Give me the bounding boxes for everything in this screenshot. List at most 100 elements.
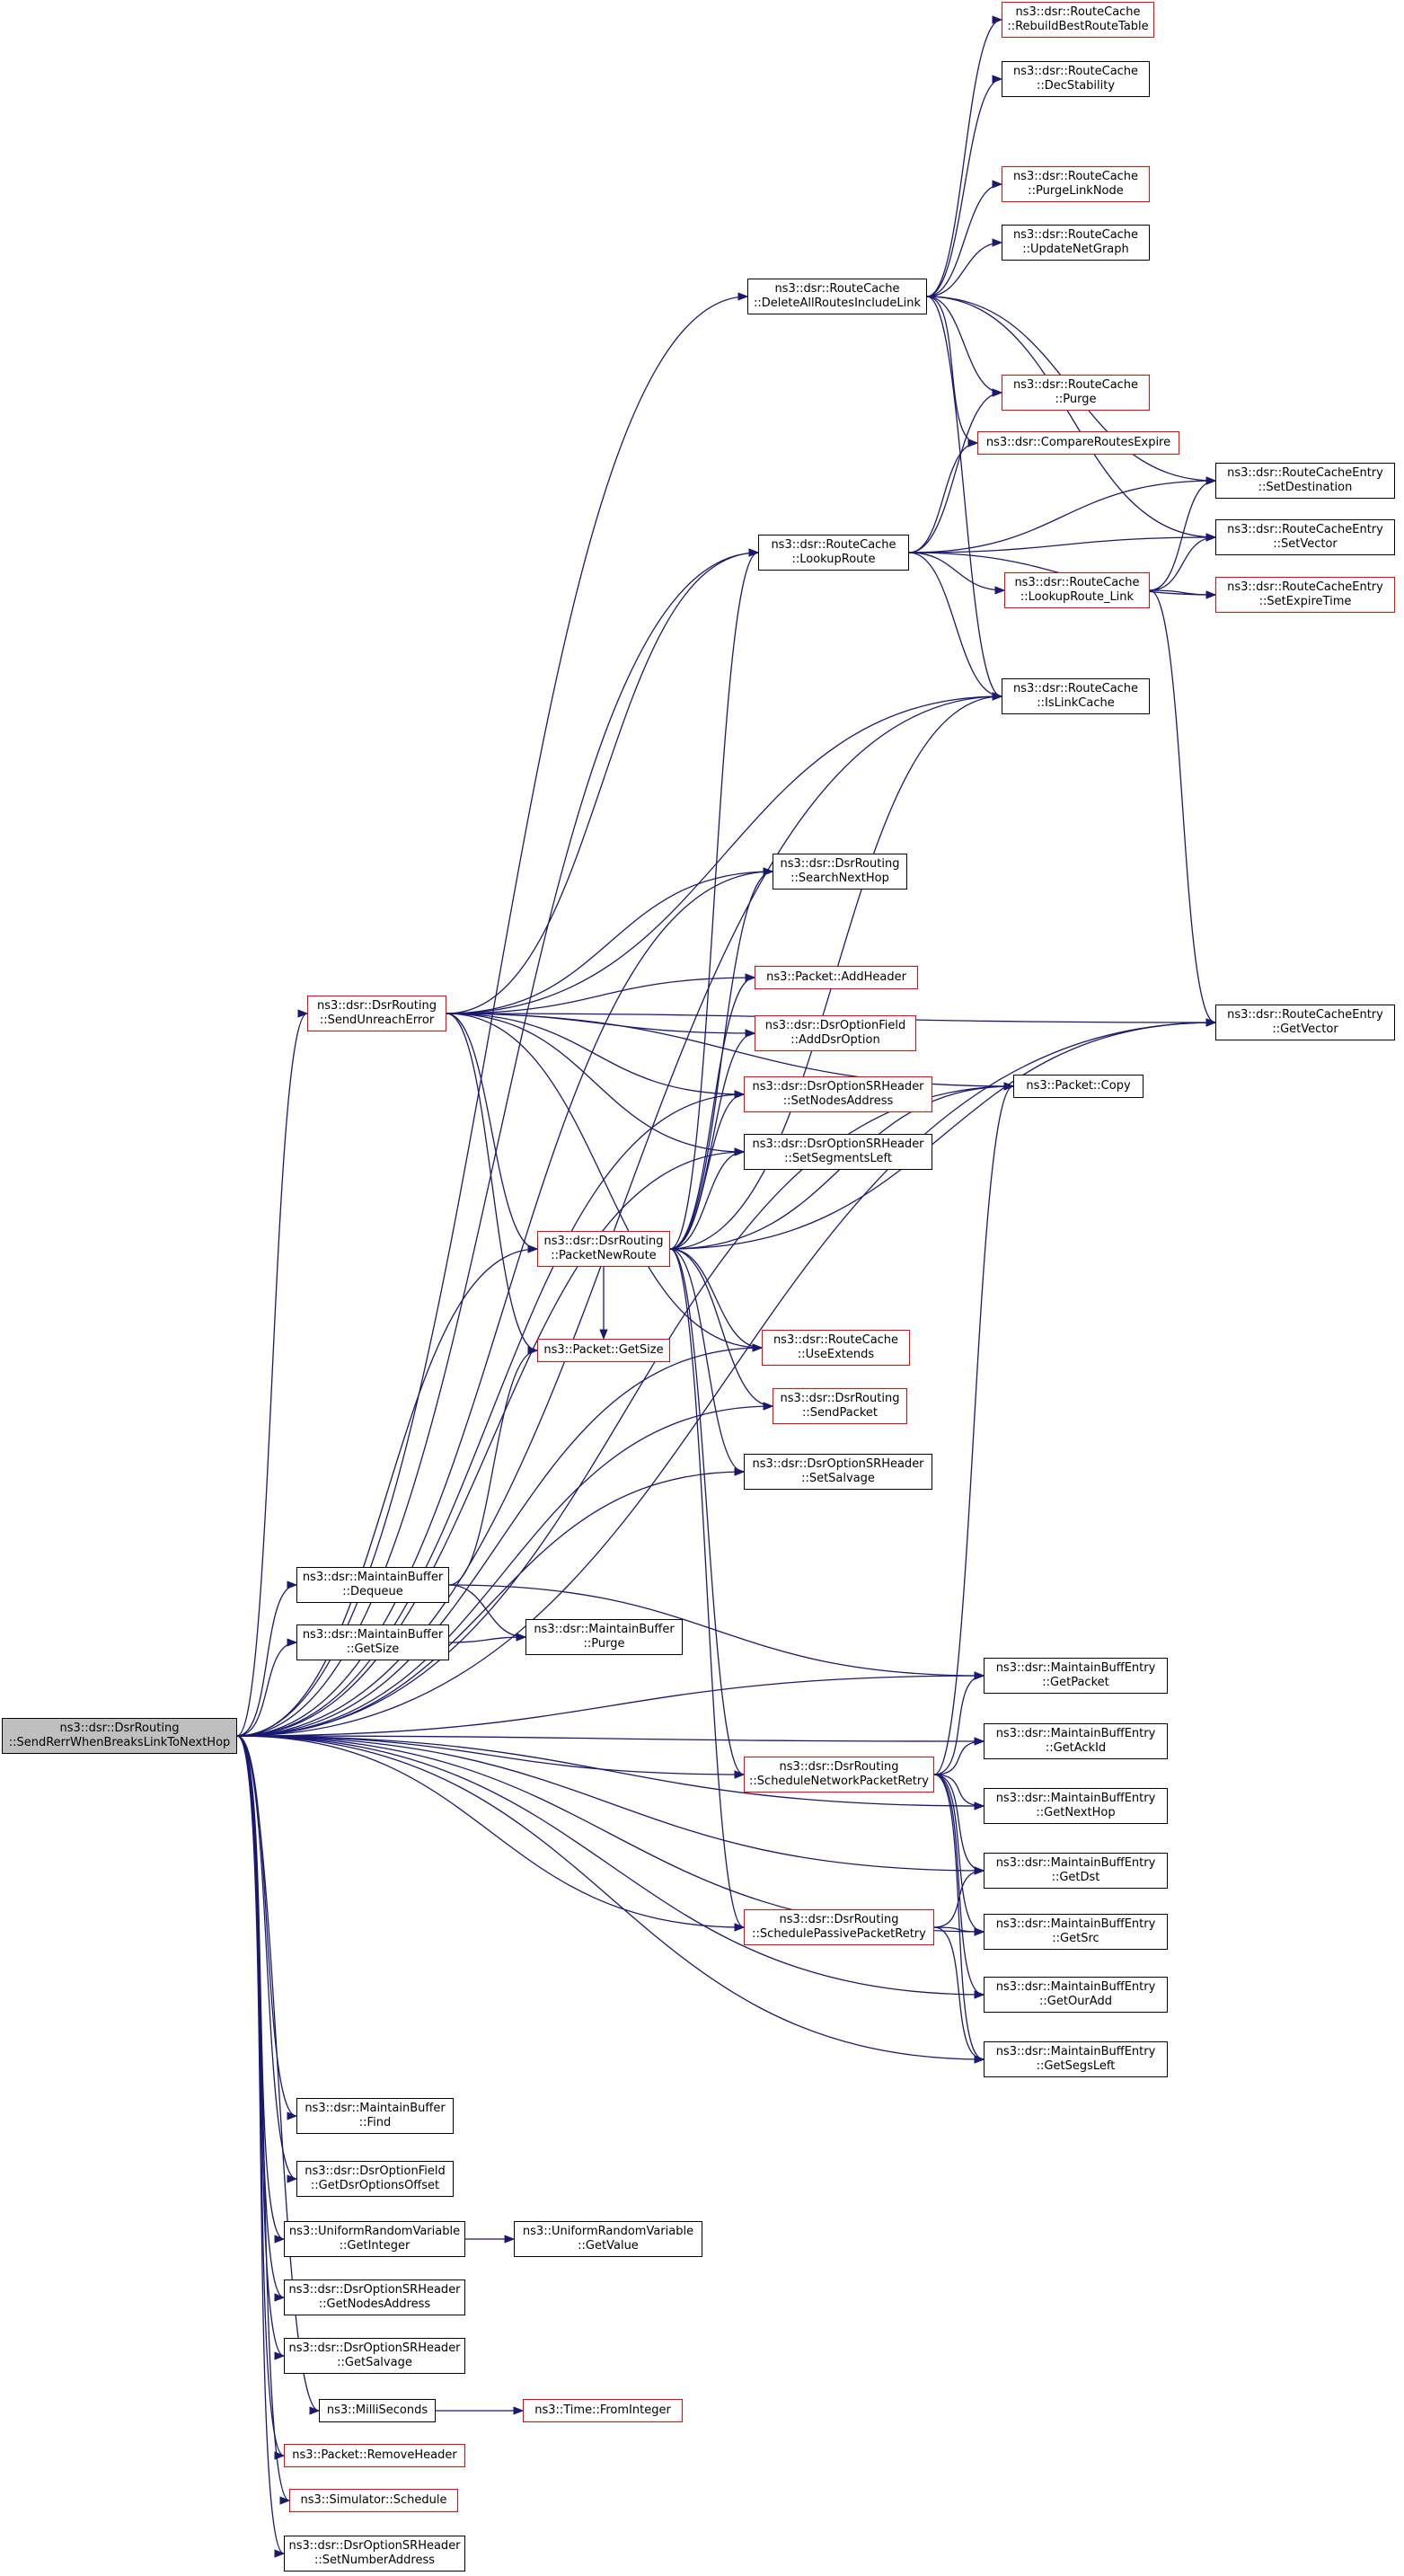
node-mbfind[interactable]: ns3::dsr::MaintainBuffer::Find [296,2098,454,2134]
node-label-line1: ns3::dsr::MaintainBuffer [302,1571,444,1584]
node-schedpass[interactable]: ns3::dsr::DsrRouting::SchedulePassivePac… [744,1909,934,1945]
node-label-line1: ns3::dsr::MaintainBuffEntry [995,1792,1156,1805]
node-getnodes[interactable]: ns3::dsr::DsrOptionSRHeader::GetNodesAdd… [284,2279,465,2315]
node-label-line2: ::Find [358,2116,392,2129]
node-setdest[interactable]: ns3::dsr::RouteCacheEntry::SetDestinatio… [1215,463,1395,499]
node-label-line2: ::PurgeLinkNode [1028,184,1124,198]
node-label-line2: ::DeleteAllRoutesIncludeLink [753,297,922,310]
node-searchnext[interactable]: ns3::dsr::DsrRouting::SearchNextHop [773,854,907,890]
node-mbegetnext[interactable]: ns3::dsr::MaintainBuffEntry::GetNextHop [984,1788,1168,1824]
node-mbegetpkt[interactable]: ns3::dsr::MaintainBuffEntry::GetPacket [984,1658,1168,1694]
node-getvec[interactable]: ns3::dsr::RouteCacheEntry::GetVector [1215,1005,1395,1040]
node-label-line1: ns3::UniformRandomVariable [522,2225,694,2238]
node-label-line1: ns3::dsr::MaintainBuffEntry [995,1917,1156,1931]
edge-root-to-mbegetour [236,1735,985,1999]
node-rebuild[interactable]: ns3::dsr::RouteCache::RebuildBestRouteTa… [1002,2,1154,38]
edge-root-to-schedpass [236,1735,746,1932]
node-setexpire[interactable]: ns3::dsr::RouteCacheEntry::SetExpireTime [1215,577,1395,613]
node-setnumaddr[interactable]: ns3::dsr::DsrOptionSRHeader::SetNumberAd… [284,2536,465,2572]
edge-delall-to-purgelink [926,180,1003,297]
node-label-line2: ::RebuildBestRouteTable [1007,20,1149,33]
node-mbdeq[interactable]: ns3::dsr::MaintainBuffer::Dequeue [296,1567,449,1603]
node-sendpkt[interactable]: ns3::dsr::DsrRouting::SendPacket [773,1388,907,1424]
edge-delall-to-updatenet [926,238,1003,297]
node-mbegetour[interactable]: ns3::dsr::MaintainBuffEntry::GetOurAdd [984,1977,1168,2013]
node-mbegetsrc[interactable]: ns3::dsr::MaintainBuffEntry::GetSrc [984,1914,1168,1950]
node-label-line2: ::SetNumberAddress [313,2554,436,2567]
node-millis[interactable]: ns3::MilliSeconds [319,2399,436,2422]
node-mbpurge[interactable]: ns3::dsr::MaintainBuffer::Purge [525,1619,683,1655]
node-pnewroute[interactable]: ns3::dsr::DsrRouting::PacketNewRoute [537,1231,670,1267]
node-label-line1: ns3::Packet::Copy [1026,1079,1131,1093]
node-label-line1: ns3::dsr::DsrRouting [543,1235,664,1248]
edge-schednet-to-pcopy [933,1082,1015,1775]
node-label-line1: ns3::dsr::DsrOptionSRHeader [752,1138,924,1151]
node-getdsroff[interactable]: ns3::dsr::DsrOptionField::GetDsrOptionsO… [296,2161,454,2197]
node-urvgetint[interactable]: ns3::UniformRandomVariable::GetInteger [284,2221,465,2257]
node-mbegetack[interactable]: ns3::dsr::MaintainBuffEntry::GetAckId [984,1723,1168,1759]
edge-pnewroute-to-setsalv [669,1248,746,1476]
node-cmpexpire[interactable]: ns3::dsr::CompareRoutesExpire [977,431,1179,455]
node-mbegetsegs[interactable]: ns3::dsr::MaintainBuffEntry::GetSegsLeft [984,2041,1168,2077]
edge-mbdeq-to-mbpurge [448,1584,527,1642]
node-lookup[interactable]: ns3::dsr::RouteCache::LookupRoute [758,535,909,571]
node-updatenet[interactable]: ns3::dsr::RouteCache::UpdateNetGraph [1002,225,1150,261]
node-label-line2: ::SendPacket [801,1406,879,1420]
node-addheader[interactable]: ns3::Packet::AddHeader [755,966,918,989]
node-label-line2: ::GetDsrOptionsOffset [310,2179,440,2192]
node-islink[interactable]: ns3::dsr::RouteCache::IsLinkCache [1002,678,1150,714]
node-label-line1: ns3::dsr::RouteCacheEntry [1227,466,1383,480]
edge-root-to-getsalv [236,1735,286,2360]
edge-schedpass-to-mbegetdst [933,1866,985,1928]
node-delall[interactable]: ns3::dsr::RouteCache::DeleteAllRoutesInc… [747,279,927,314]
node-label-line2: ::SetNodesAddress [782,1094,894,1108]
node-setvec[interactable]: ns3::dsr::RouteCacheEntry::SetVector [1215,519,1395,555]
node-label-line1: ns3::dsr::DsrRouting [59,1722,180,1735]
node-label-line1: ns3::dsr::DsrRouting [779,1913,899,1926]
node-purgelink[interactable]: ns3::dsr::RouteCache::PurgeLinkNode [1002,166,1150,202]
node-lookuplink[interactable]: ns3::dsr::RouteCache::LookupRoute_Link [1004,572,1150,608]
edge-pnewroute-to-setnodes [669,1090,746,1250]
node-label-line1: ns3::MilliSeconds [326,2403,428,2417]
node-urvgetval[interactable]: ns3::UniformRandomVariable::GetValue [514,2221,702,2257]
node-fromint[interactable]: ns3::Time::FromInteger [523,2399,683,2422]
node-label-line2: ::Purge [583,1637,625,1651]
node-setseg[interactable]: ns3::dsr::DsrOptionSRHeader::SetSegments… [744,1134,932,1170]
node-getsalv[interactable]: ns3::dsr::DsrOptionSRHeader::GetSalvage [284,2338,465,2374]
node-setsalv[interactable]: ns3::dsr::DsrOptionSRHeader::SetSalvage [744,1454,932,1490]
edge-pnewroute-to-addheader [669,973,756,1250]
node-sendunreach[interactable]: ns3::dsr::DsrRouting::SendUnreachError [307,996,446,1031]
node-pgetsize[interactable]: ns3::Packet::GetSize [537,1339,670,1362]
node-schednet[interactable]: ns3::dsr::DsrRouting::ScheduleNetworkPac… [744,1757,934,1793]
node-removehdr[interactable]: ns3::Packet::RemoveHeader [284,2444,465,2467]
node-setnodes[interactable]: ns3::dsr::DsrOptionSRHeader::SetNodesAdd… [744,1076,932,1112]
edge-root-to-mbegetpkt [236,1671,985,1737]
node-mbegetdst[interactable]: ns3::dsr::MaintainBuffEntry::GetDst [984,1853,1168,1889]
node-mbgetsize[interactable]: ns3::dsr::MaintainBuffer::GetSize [296,1624,449,1660]
node-adddsropt[interactable]: ns3::dsr::DsrOptionField::AddDsrOption [755,1015,916,1051]
edge-root-to-setsalv [236,1467,746,1737]
node-label-line1: ns3::dsr::MaintainBuffEntry [995,1727,1156,1740]
node-useext[interactable]: ns3::dsr::RouteCache::UseExtends [762,1330,910,1366]
node-decstab[interactable]: ns3::dsr::RouteCache::DecStability [1002,61,1150,97]
node-label-line2: ::GetOurAdd [1039,1995,1112,2008]
edge-root-to-getdsroff [236,1735,298,2183]
node-root: ns3::dsr::DsrRouting::SendRerrWhenBreaks… [2,1718,237,1754]
edge-mbdeq-to-pgetsize [448,1346,539,1586]
node-label-line2: ::GetSrc [1052,1932,1099,1945]
edge-root-to-setnodes [236,1090,746,1737]
node-label-line1: ns3::dsr::RouteCache [1014,576,1140,589]
edge-mbdeq-to-mbegetpkt [448,1584,985,1680]
node-label-line2: ::SetSegmentsLeft [784,1152,892,1165]
edge-pnewroute-to-lookup [669,548,760,1250]
node-label-line2: ::AddDsrOption [790,1033,880,1047]
edge-root-to-mbegetsegs [236,1735,985,2064]
node-label-line1: ns3::Packet::RemoveHeader [292,2448,457,2462]
edge-root-to-mbdeq [236,1580,298,1737]
node-rcpurge[interactable]: ns3::dsr::RouteCache::Purge [1002,375,1150,411]
node-label-line2: ::SetVector [1273,537,1338,551]
node-label-line2: ::SchedulePassivePacketRetry [752,1927,926,1941]
edge-sendunreach-to-addheader [446,973,756,1014]
node-pcopy[interactable]: ns3::Packet::Copy [1013,1075,1144,1098]
node-schedule[interactable]: ns3::Simulator::Schedule [289,2489,458,2512]
